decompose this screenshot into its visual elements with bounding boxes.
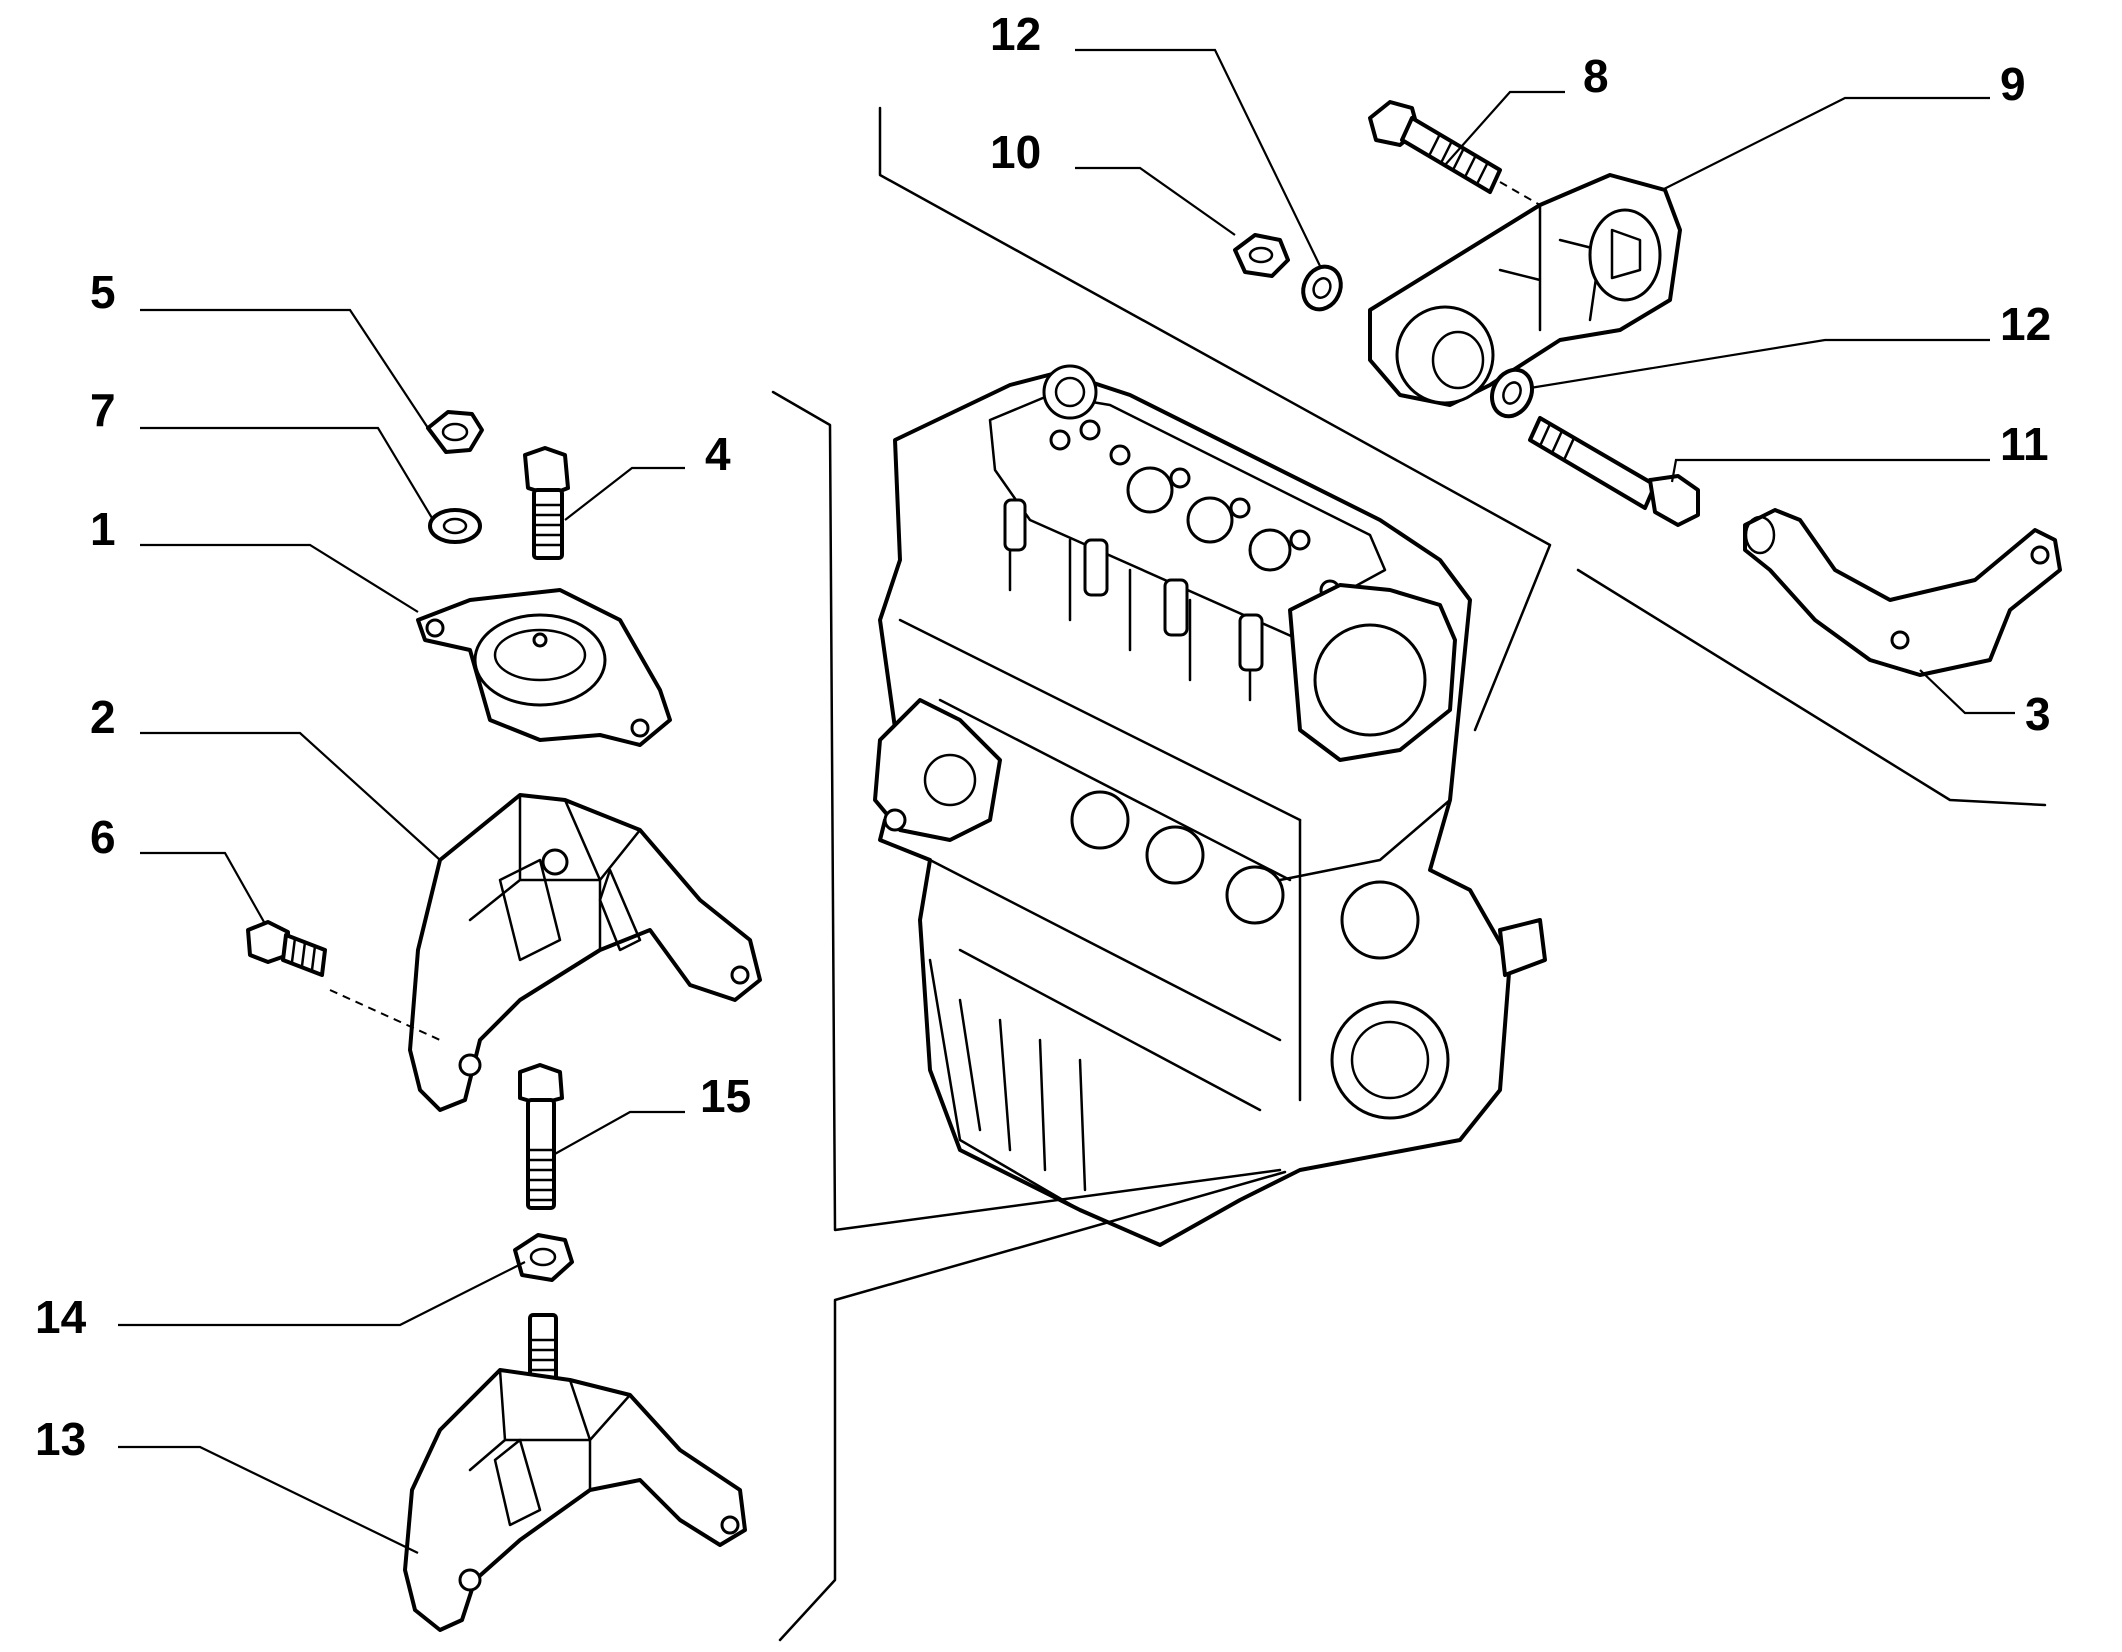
leader-lines (118, 48, 2015, 1554)
part-12-washer-upper (1301, 264, 1343, 312)
callout-12-upper: 12 (990, 8, 1041, 60)
callout-5: 6 (90, 811, 116, 863)
callout-9: 9 (2000, 58, 2026, 110)
callout-15: 15 (700, 1070, 751, 1122)
grouping-lines (771, 106, 2047, 1642)
part-4-bolt (523, 446, 570, 560)
part-15-bolt (518, 1063, 564, 1210)
callout-10: 10 (990, 126, 1041, 178)
part-8-bolt (1368, 100, 1541, 206)
callout-3: 3 (2025, 688, 2051, 740)
part-11-bolt (1528, 416, 1700, 527)
part-5-bolt (246, 920, 327, 977)
part-6-nut (426, 410, 484, 454)
callout-labels: 5 7 4 1 2 6 15 14 13 12 10 8 9 12 11 3 (35, 8, 2051, 1465)
callout-1: 1 (90, 503, 116, 555)
callout-14: 14 (35, 1291, 87, 1343)
part-10-nut (1233, 233, 1290, 278)
callout-8: 8 (1583, 50, 1609, 102)
callout-4: 4 (705, 428, 731, 480)
part-13-bracket (403, 1313, 747, 1632)
part-9-torque-rod (1368, 173, 1682, 407)
part-3-bracket-arm (1743, 508, 2062, 677)
part-14-nut (513, 1233, 574, 1282)
part-1-mount-plate (416, 588, 672, 747)
part-12-washer-lower (1490, 367, 1534, 419)
part-2-bracket (329, 793, 762, 1112)
callout-12-lower: 12 (2000, 298, 2051, 350)
callout-11: 11 (2000, 418, 2049, 470)
engine-block (873, 364, 1547, 1247)
callout-13: 13 (35, 1413, 86, 1465)
callout-6: 5 (90, 266, 116, 318)
part-7-washer (428, 508, 482, 544)
callout-7: 7 (90, 384, 116, 436)
callout-2: 2 (90, 691, 116, 743)
